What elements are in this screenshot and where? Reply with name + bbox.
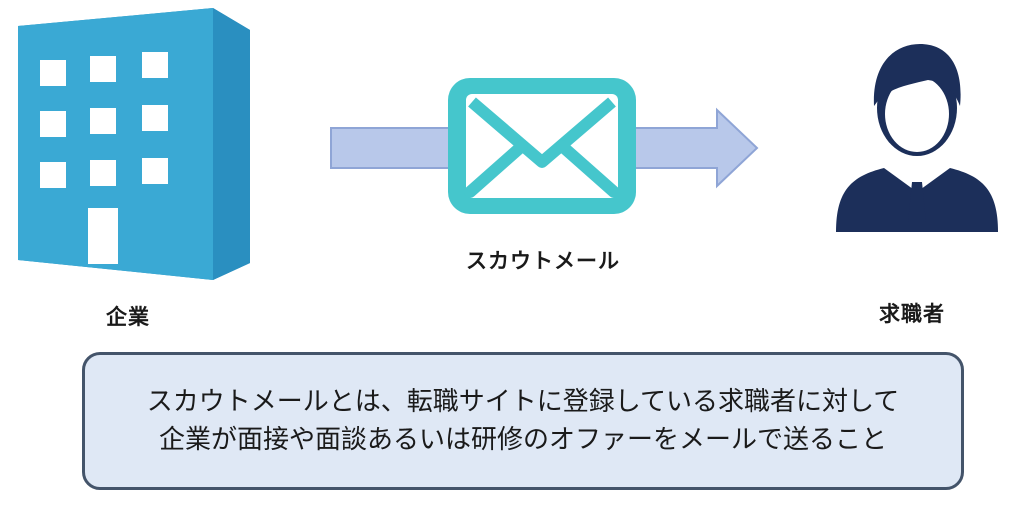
job-seeker-label: 求職者 [879,302,945,326]
businessman-icon [836,44,998,232]
description-box: スカウトメールとは、転職サイトに登録している求職者に対して 企業が面接や面談ある… [82,352,964,490]
description-line-1: スカウトメールとは、転職サイトに登録している求職者に対して [146,387,900,417]
company-label: 企業 [106,305,150,329]
scout-mail-label: スカウトメール [466,249,620,273]
office-building-icon [18,8,250,280]
description-line-2: 企業が面接や面談あるいは研修のオファーをメールで送ること [158,425,887,455]
envelope-icon [448,78,636,214]
